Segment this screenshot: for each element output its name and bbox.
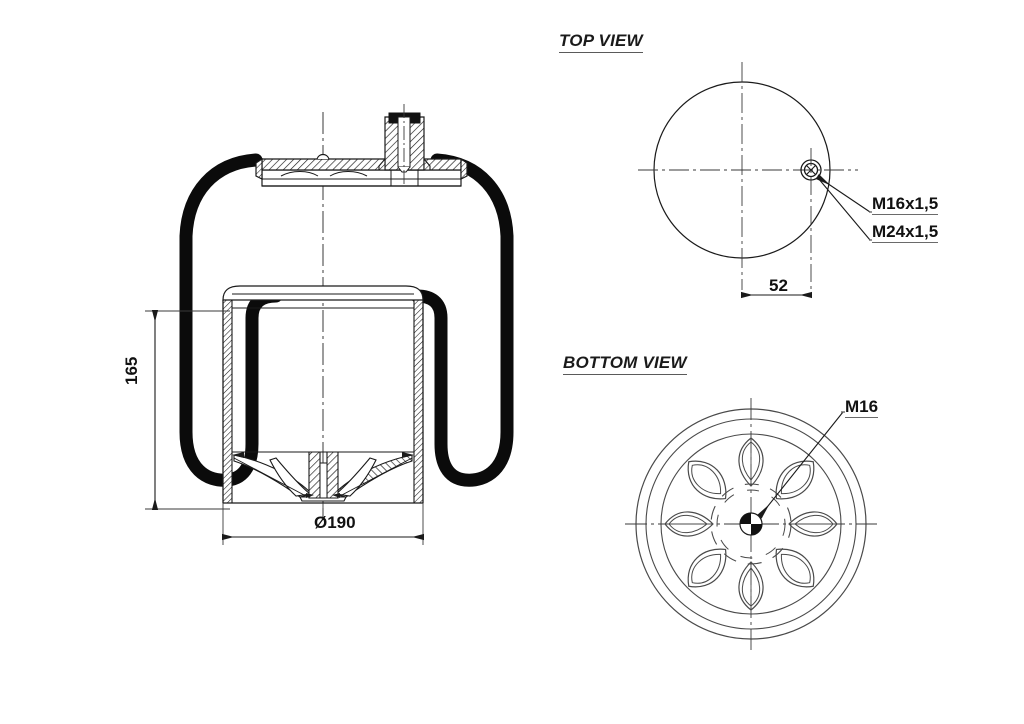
bottom-view-center-hub xyxy=(739,512,763,536)
petal-inner xyxy=(780,464,811,495)
piston-top-ring xyxy=(222,285,424,301)
top-plate-relief-left xyxy=(280,171,319,177)
leader-m16 xyxy=(757,411,844,519)
leader-m24x15 xyxy=(817,177,871,241)
dimension-label-height-165: 165 xyxy=(122,356,141,385)
dimension-label-52: 52 xyxy=(769,276,788,295)
stud-base-left xyxy=(378,157,386,171)
rib-tip-marker-right xyxy=(332,493,340,498)
top-plate-left-crimp xyxy=(255,157,263,180)
top-plate-center-bump xyxy=(316,153,330,160)
section-indicator-right xyxy=(402,452,414,458)
callout-m16-label: M16 xyxy=(845,397,879,418)
bottom-view-drawing xyxy=(625,398,877,650)
top-plate-right-crimp xyxy=(460,157,468,180)
piston-center-boss xyxy=(308,451,339,499)
petal-outer xyxy=(788,511,838,537)
bellows-right-lobe xyxy=(410,153,514,487)
hub-scallop-ring xyxy=(710,483,792,565)
dimension-height-165 xyxy=(145,310,230,510)
air-port-stud xyxy=(378,104,431,186)
hub-quadrant-upper-left xyxy=(740,513,751,524)
petal-outer xyxy=(687,548,727,588)
petal-inner xyxy=(691,553,722,584)
bellows-left-lobe xyxy=(179,153,283,487)
rib-left-inner xyxy=(269,457,312,497)
leader-m16x15 xyxy=(815,174,871,213)
main-section-view xyxy=(145,104,514,545)
rib-tip-marker-left xyxy=(306,493,314,498)
petal-outer xyxy=(775,548,815,588)
boss-wall-left xyxy=(308,451,321,499)
bottom-view-petals xyxy=(664,437,838,611)
piston-wall-left xyxy=(222,299,233,504)
boss-wall-right xyxy=(326,451,339,499)
top-plate-flange xyxy=(261,158,462,171)
petal-inner xyxy=(691,464,722,495)
bottom-view-title: BOTTOM VIEW xyxy=(563,353,687,375)
dimension-diameter-190 xyxy=(222,503,424,545)
callout-m24x15-label: M24x1,5 xyxy=(872,222,939,243)
top-plate-relief-right xyxy=(329,171,368,177)
rib-web-line-right xyxy=(339,457,413,497)
hub-quadrant-lower-right xyxy=(751,524,762,535)
petal-outer xyxy=(664,511,714,537)
petal-outer xyxy=(687,460,727,500)
boss-bore xyxy=(319,462,328,499)
callout-m16x15-label: M16x1,5 xyxy=(872,194,939,215)
piston-internal-ribs xyxy=(233,454,413,502)
section-indicator-left xyxy=(232,452,244,458)
petal-inner xyxy=(780,553,811,584)
petal-outer xyxy=(738,561,764,611)
top-view-drawing xyxy=(638,62,872,299)
stud-base-right xyxy=(423,157,431,171)
rib-web-line-left xyxy=(233,457,307,497)
petal-outer xyxy=(738,437,764,487)
dimension-label-diameter-190: Ø190 xyxy=(314,513,356,532)
piston-wall-right xyxy=(413,299,424,504)
rib-right-inner xyxy=(334,457,377,497)
petal-outer xyxy=(775,460,815,500)
top-view-title: TOP VIEW xyxy=(559,31,643,53)
